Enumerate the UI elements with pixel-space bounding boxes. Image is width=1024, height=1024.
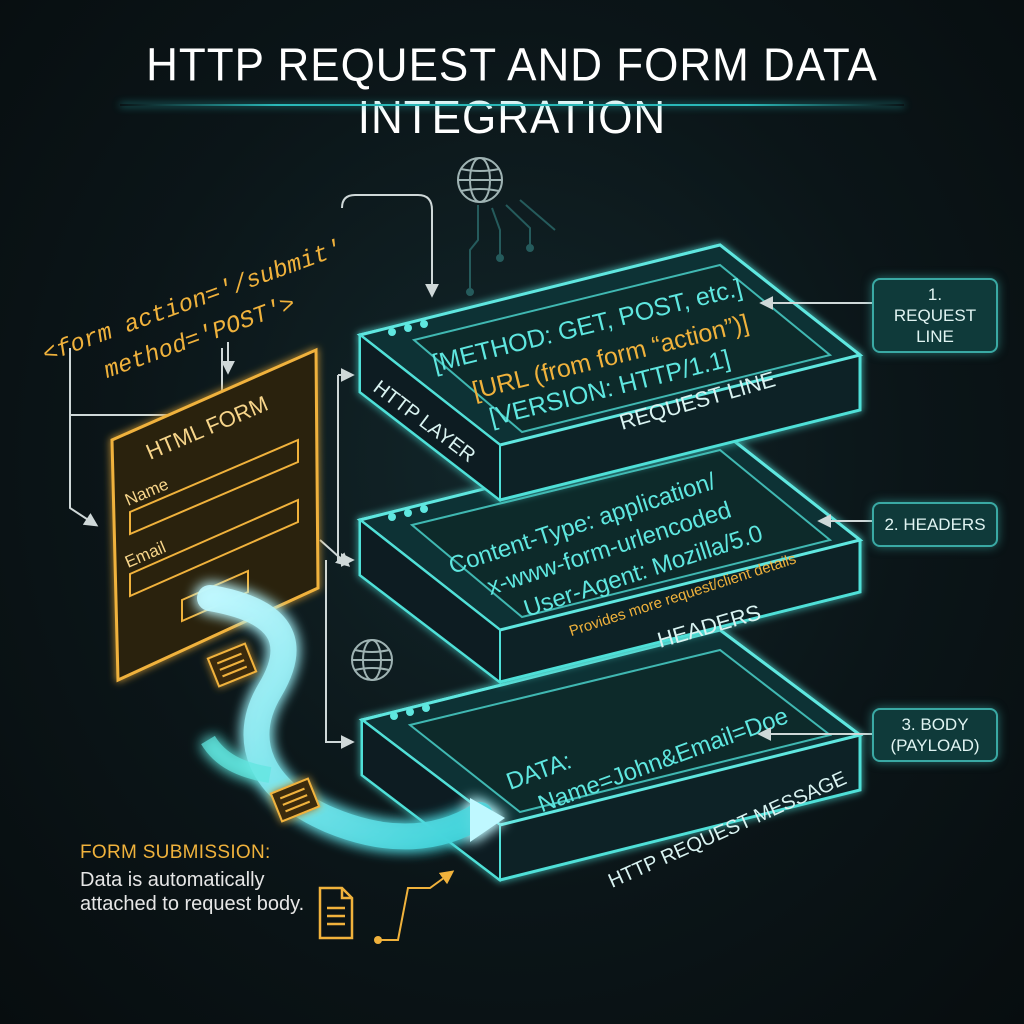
globe-icon xyxy=(457,157,503,203)
callout-request-line-text: 1. REQUEST LINE xyxy=(893,285,977,346)
callout-request-line: 1. REQUEST LINE xyxy=(872,278,998,353)
form-packet-icon xyxy=(206,642,258,688)
html-form xyxy=(110,347,320,683)
layer-request-line xyxy=(356,243,864,503)
circuit-traces xyxy=(466,199,556,296)
title-underline xyxy=(120,104,904,106)
layer-headers xyxy=(356,428,864,685)
html-form-fields xyxy=(129,438,299,623)
document-icon xyxy=(318,886,354,940)
submission-heading: FORM SUBMISSION: xyxy=(80,842,271,863)
layer-headers-dots xyxy=(388,505,428,521)
layer-body-dots xyxy=(390,704,430,720)
callout-headers-text: 2. HEADERS xyxy=(884,515,986,534)
submission-flow-arrow xyxy=(197,585,505,850)
form-code-connectors xyxy=(69,194,439,749)
callout-body-line2: (PAYLOAD) xyxy=(890,736,980,755)
page-title: HTTP REQUEST AND FORM DATA INTEGRATION xyxy=(146,39,878,144)
callout-body-line1: 3. BODY xyxy=(901,715,969,734)
document-connector xyxy=(378,870,455,941)
callout-body: 3. BODY (PAYLOAD) xyxy=(872,708,998,762)
layer-request-dots xyxy=(388,320,428,336)
callout-headers: 2. HEADERS xyxy=(872,502,998,547)
submission-body: Data is automatically attached to reques… xyxy=(80,869,305,915)
form-packet-icon xyxy=(269,777,321,823)
globe-icon xyxy=(351,639,393,681)
callout-connectors xyxy=(757,296,872,741)
